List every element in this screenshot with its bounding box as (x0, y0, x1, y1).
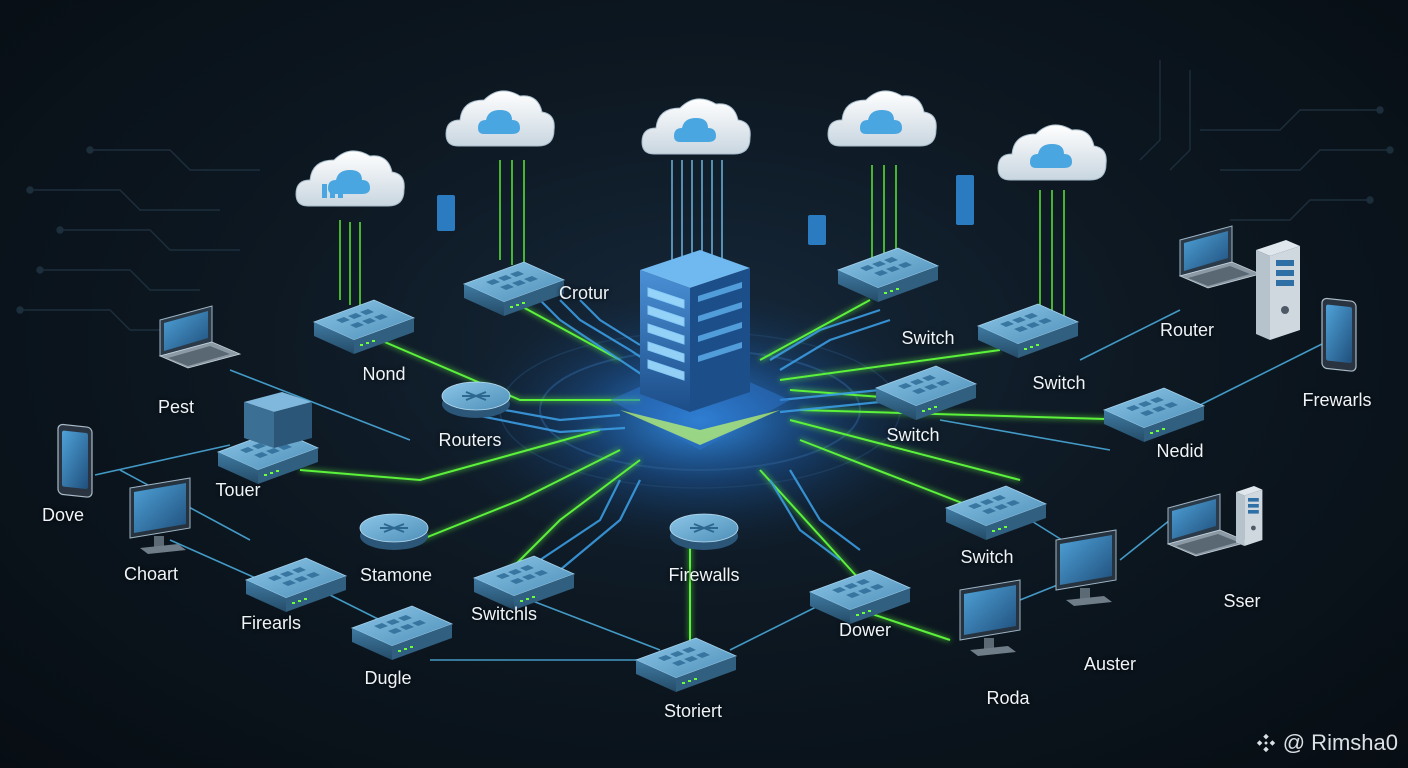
label-switch-mid: Switch (886, 425, 940, 445)
laptop-icon (159, 305, 241, 369)
label-switch-low: Switch (960, 547, 1014, 567)
watermark-logo-icon (1256, 733, 1275, 753)
switch-icon (313, 299, 415, 355)
router-icon (441, 381, 511, 419)
label-pest: Pest (157, 397, 195, 417)
pc-tower-icon (1256, 240, 1300, 340)
label-crotur: Crotur (558, 283, 610, 303)
switch-icon (977, 303, 1079, 359)
monitor-icon (959, 579, 1021, 657)
router-icon (359, 513, 429, 551)
tablet-icon (1321, 297, 1357, 373)
laptop-icon (1179, 225, 1261, 289)
switch-icon (245, 557, 347, 613)
label-nond: Nond (362, 364, 406, 384)
monitor-icon (129, 477, 191, 555)
label-dower: Dower (838, 620, 892, 640)
cloud-uplinks (339, 160, 1065, 320)
floating-block-icon (437, 175, 974, 245)
cloud-icon (827, 90, 937, 147)
label-router: Router (1159, 320, 1215, 340)
blue-links (94, 309, 1331, 661)
switch-icon (837, 247, 939, 303)
monitor-icon (1055, 529, 1117, 607)
switch-icon (473, 555, 575, 611)
label-firearls: Firearls (240, 613, 302, 633)
label-routers: Routers (438, 430, 502, 450)
cloud-icon (641, 98, 751, 155)
label-nedid: Nedid (1156, 441, 1204, 461)
label-firewalls: Firewalls (668, 565, 740, 585)
pc-tower-icon (1236, 486, 1263, 546)
cloud-icon (295, 150, 405, 207)
label-switch-top: Switch (901, 328, 955, 348)
label-switch-right: Switch (1032, 373, 1086, 393)
label-stamone: Stamone (359, 565, 433, 585)
label-roda: Roda (986, 688, 1030, 708)
label-touer: Touer (215, 480, 261, 500)
server-tower-icon (610, 250, 790, 450)
cloud-icon (997, 124, 1107, 181)
watermark: @ Rimsha0 (1255, 730, 1398, 756)
background-circuit-right (1139, 60, 1394, 221)
background-circuit-left (16, 146, 260, 331)
label-dugle: Dugle (364, 668, 412, 688)
label-choart: Choart (123, 564, 179, 584)
label-switchls: Switchls (470, 604, 538, 624)
switch-icon (945, 485, 1047, 541)
label-auster: Auster (1083, 654, 1137, 674)
label-sser: Sser (1223, 591, 1261, 611)
appliance-icon (244, 392, 312, 448)
label-dove: Dove (41, 505, 85, 525)
tablet-icon (57, 423, 93, 499)
label-storiert: Storiert (663, 701, 723, 721)
watermark-text: @ Rimsha0 (1282, 730, 1398, 755)
switch-icon (1103, 387, 1205, 443)
cloud-icon (445, 90, 555, 147)
switch-icon (809, 569, 911, 625)
label-frewarls: Frewarls (1302, 390, 1372, 410)
router-icon (669, 513, 739, 551)
green-links (299, 299, 1141, 641)
